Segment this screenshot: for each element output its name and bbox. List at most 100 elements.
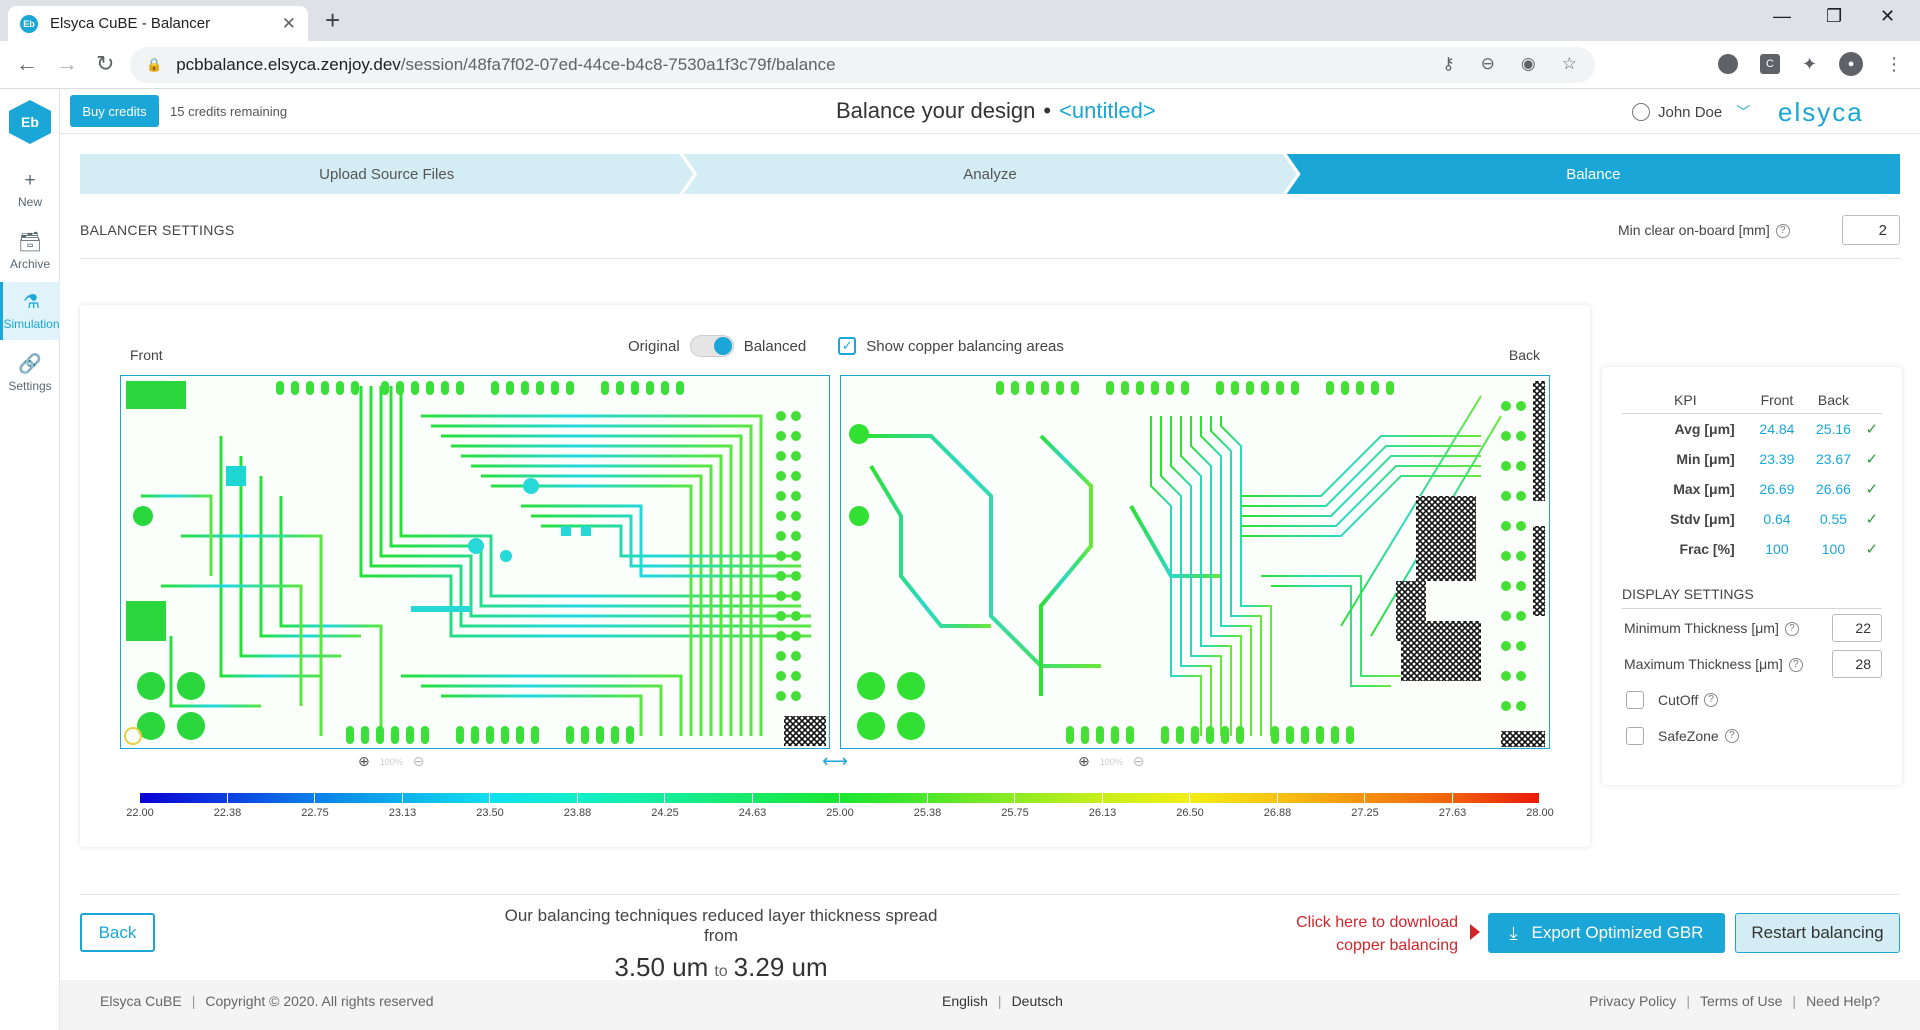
pcb-front-view[interactable] [120,375,830,749]
lock-icon[interactable]: 🔒 [146,57,163,72]
min-thickness-input[interactable] [1832,614,1882,642]
step-analyze[interactable]: Analyze [683,154,1296,194]
help-icon[interactable]: ? [1704,693,1719,707]
step-balance[interactable]: Balance [1286,154,1900,194]
zoom-icon[interactable]: ⊖ [1480,54,1495,73]
extension-circle-icon[interactable] [1718,54,1738,74]
tab-title: Elsyca CuBE - Balancer [50,15,211,32]
cutoff-checkbox[interactable] [1626,691,1644,709]
rail-item-new[interactable]: + New [17,169,42,209]
back-zoom-controls: ⊕ 100% ⊖ [1078,753,1145,770]
help-icon[interactable]: ? [1784,622,1799,637]
scale-segment [490,793,578,803]
cutoff-row: CutOff? [1622,683,1882,717]
buy-credits-button[interactable]: Buy credits [70,95,159,127]
zoom-out-icon[interactable]: ⊖ [1132,753,1145,769]
close-tab-icon[interactable]: ✕ [281,13,296,33]
kpi-header-kpi: KPI [1622,387,1749,414]
help-icon[interactable]: ? [1775,224,1790,239]
url-box[interactable]: 🔒 pcbbalance.elsyca.zenjoy.dev/session/4… [130,47,1595,83]
front-zoom-controls: ⊕ 100% ⊖ [358,753,425,770]
help-icon[interactable]: ? [1788,658,1803,673]
zoom-in-icon[interactable]: ⊕ [358,753,370,769]
user-menu[interactable]: John Doe ﹀ [1632,102,1750,122]
lang-deutsch-link[interactable]: Deutsch [1011,993,1063,1009]
kpi-header-back: Back [1805,387,1862,414]
link-icon: 🔗 [18,353,42,375]
balanced-label: Balanced [743,337,807,355]
check-icon: ✓ [1865,481,1879,498]
step-upload[interactable]: Upload Source Files [80,154,693,194]
balancing-summary: Our balancing techniques reduced layer t… [504,906,938,982]
cutoff-label[interactable]: CutOff [1658,692,1699,708]
need-help-link[interactable]: Need Help? [1806,993,1880,1009]
max-thickness-row: Maximum Thickness [μm]? [1622,647,1882,681]
rail-item-settings[interactable]: 🔗 Settings [8,353,52,393]
footer: Elsyca CuBE|Copyright © 2020. All rights… [60,980,1920,1030]
chevron-down-icon[interactable]: ﹀ [1736,104,1751,120]
spread-to-value: 3.29 um [733,952,828,982]
back-button[interactable]: Back [80,913,155,952]
design-name[interactable]: <untitled> [1059,98,1156,123]
download-icon: ⤓ [1509,922,1518,943]
scale-tick-label: 23.50 [476,807,504,819]
star-icon[interactable]: ☆ [1561,54,1577,73]
scale-tick-label: 24.63 [738,807,767,819]
balancer-settings-title: BALANCER SETTINGS [80,222,235,238]
scale-tick-label: 25.75 [1001,807,1029,819]
min-clear-input[interactable] [1842,215,1900,245]
split-handle-icon[interactable]: ⟷ [822,751,848,771]
terms-of-use-link[interactable]: Terms of Use [1699,993,1783,1009]
new-tab-icon[interactable]: + [325,5,341,35]
show-areas-checkbox[interactable]: ✓ [838,337,857,355]
safezone-label[interactable]: SafeZone [1658,728,1719,744]
back-zoom-level: 100% [1099,756,1123,767]
page-title: Balance your design•<untitled> [836,98,1156,123]
extension-c-icon[interactable]: C [1760,54,1780,74]
header-divider [60,133,1920,134]
browser-tab[interactable]: Eb Elsyca CuBE - Balancer ✕ [8,6,308,41]
scale-tick-label: 24.25 [651,807,679,819]
user-icon [1632,103,1650,121]
restore-icon[interactable]: ❐ [1826,6,1843,26]
tracking-icon[interactable]: ◉ [1520,54,1536,73]
safezone-checkbox[interactable] [1626,727,1644,745]
reload-icon[interactable]: ↻ [96,51,115,76]
scale-tick-label: 25.00 [826,807,854,819]
forward-arrow-icon[interactable]: → [56,51,78,76]
original-balanced-toggle[interactable] [689,335,734,357]
export-gbr-button[interactable]: ⤓ Export Optimized GBR [1488,913,1725,953]
rail-item-archive[interactable]: 🗃 Archive [9,231,50,271]
max-thickness-input[interactable] [1832,650,1882,678]
safezone-row: SafeZone? [1622,719,1882,753]
help-icon[interactable]: ? [1724,729,1739,743]
footer-brand: Elsyca CuBE [100,993,182,1009]
app-logo[interactable]: Eb [9,100,51,144]
scale-tick-label: 28.00 [1526,807,1554,819]
credits-remaining: 15 credits remaining [170,104,288,119]
scale-tick-label: 26.88 [1263,807,1292,819]
back-arrow-icon[interactable]: ← [16,51,38,76]
restart-balancing-button[interactable]: Restart balancing [1735,913,1900,953]
privacy-policy-link[interactable]: Privacy Policy [1589,993,1677,1009]
minimize-icon[interactable]: — [1773,6,1791,26]
kpi-header-front: Front [1748,387,1806,414]
url-text[interactable]: pcbbalance.elsyca.zenjoy.dev/session/48f… [176,55,836,74]
zoom-out-icon[interactable]: ⊖ [412,753,425,769]
front-label: Front [130,347,163,363]
rail-item-simulation[interactable]: ⚗ Simulation [0,282,60,340]
brand-logo: elsyca [1778,97,1864,127]
min-clear-label: Min clear on-board [mm]? [1618,222,1790,239]
check-icon: ✓ [1865,451,1879,468]
pcb-back-view[interactable] [840,375,1550,749]
menu-dots-icon[interactable]: ⋮ [1885,53,1904,74]
close-window-icon[interactable]: ✕ [1880,6,1896,26]
lang-english-link[interactable]: English [942,993,988,1009]
zoom-in-icon[interactable]: ⊕ [1078,753,1090,769]
show-areas-label[interactable]: Show copper balancing areas [866,337,1064,355]
scale-segment [1277,793,1365,803]
key-icon[interactable]: ⚷ [1442,54,1455,73]
profile-icon[interactable]: ● [1839,52,1864,76]
puzzle-icon[interactable]: ✦ [1802,53,1818,74]
